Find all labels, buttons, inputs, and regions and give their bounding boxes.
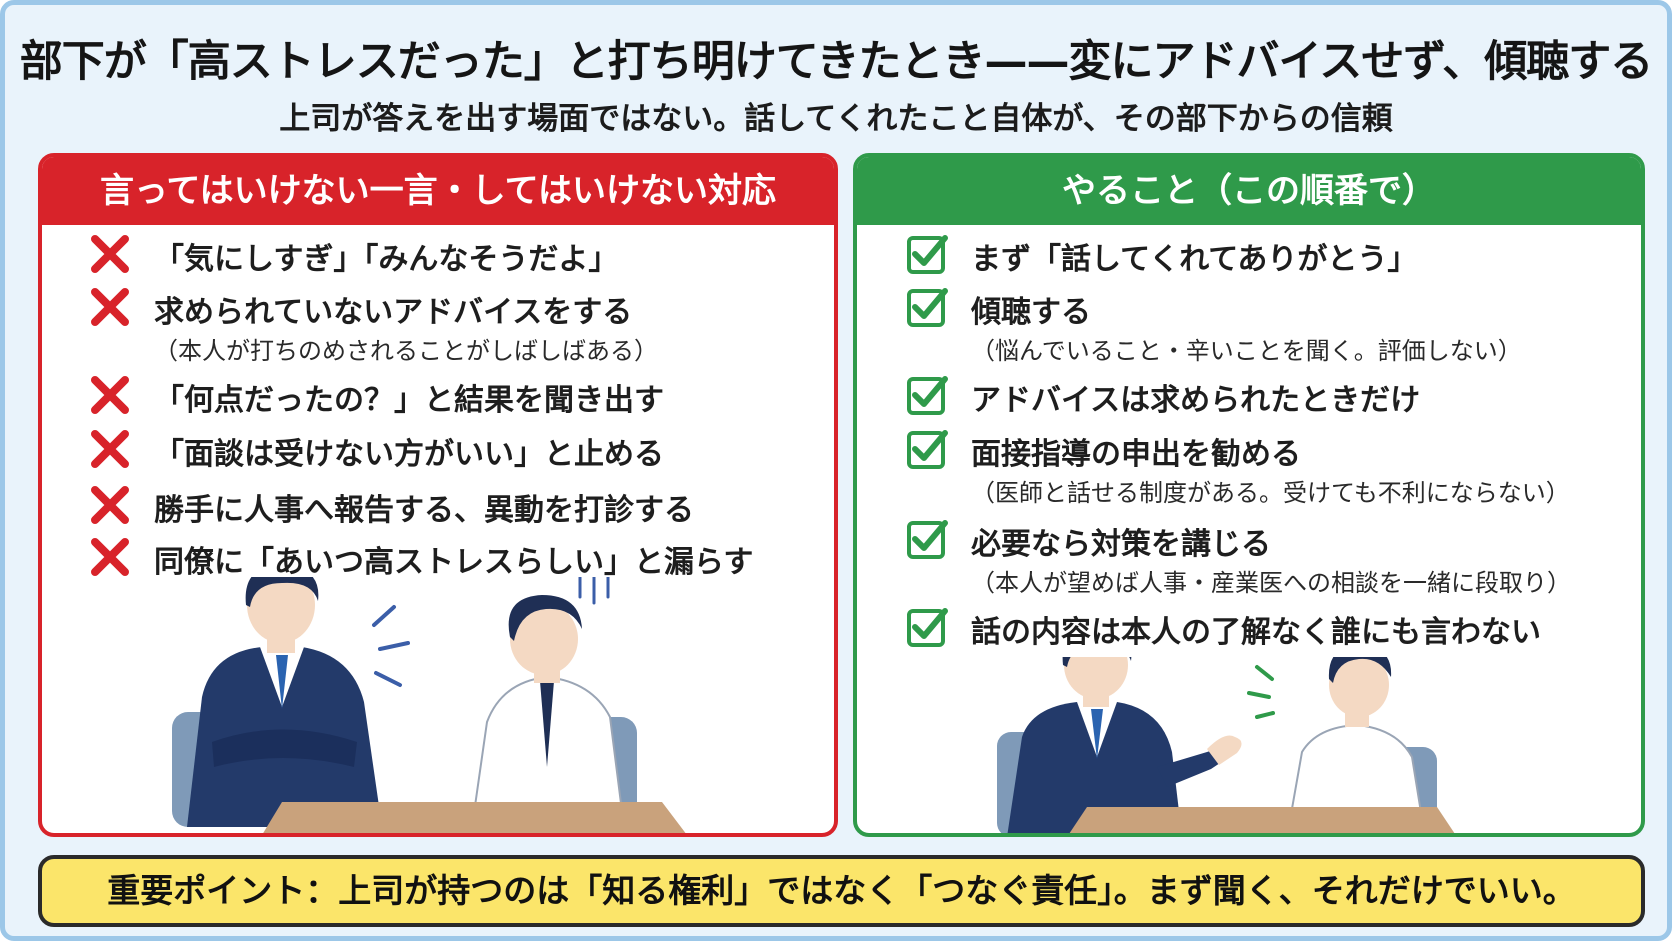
- boss-figure: [187, 577, 382, 827]
- do-item-note: （本人が望めば人事・産業医への相談を一緒に段取り）: [971, 569, 1571, 597]
- do-item-text: アドバイスは求められたときだけ: [971, 383, 1421, 418]
- do-item-text: 傾聴する: [971, 295, 1091, 330]
- cross-icon: [91, 538, 129, 576]
- checkbox-check-icon: [907, 520, 948, 559]
- gloom-lines: [578, 577, 610, 605]
- dont-item-text: 「気にしすぎ」「みんなそうだよ」: [154, 242, 619, 277]
- key-point-banner: 重要ポイント：上司が持つのは「知る権利」ではなく「つなぐ責任」。まず聞く、それだ…: [38, 855, 1645, 927]
- table: [1069, 807, 1455, 833]
- cross-icon: [91, 486, 129, 524]
- cross-icon: [91, 376, 129, 414]
- speech-lines: [1247, 665, 1275, 719]
- dont-panel: 言ってはいけない一言・してはいけない対応 「気にしすぎ」「みんなそうだよ」 求め…: [38, 153, 838, 837]
- do-item-text: まず「話してくれてありがとう」: [971, 242, 1418, 277]
- checkbox-check-icon: [907, 376, 948, 415]
- dont-item-text: 求められていないアドバイスをする: [154, 295, 633, 330]
- subordinate-figure: [1286, 657, 1426, 833]
- cross-icon: [91, 235, 129, 273]
- dont-item-text: 「何点だったの？」と結果を聞き出す: [154, 383, 664, 418]
- do-panel: やること（この順番で） まず「話してくれてありがとう」 傾聴する （悩んでいるこ…: [853, 153, 1645, 837]
- dont-item-note: （本人が打ちのめされることがしばしばある）: [154, 337, 658, 365]
- page-title: 部下が「高ストレスだった」と打ち明けてきたとき——変にアドバイスせず、傾聴する: [19, 37, 1653, 87]
- cross-icon: [91, 430, 129, 468]
- do-item-note: （医師と話せる制度がある。受けても不利にならない）: [971, 479, 1570, 507]
- checkbox-check-icon: [907, 608, 948, 647]
- checkbox-check-icon: [907, 430, 948, 469]
- checkbox-check-icon: [907, 288, 948, 327]
- subordinate-figure: [470, 595, 626, 828]
- dont-item-text: 勝手に人事へ報告する、異動を打診する: [154, 493, 694, 528]
- table: [263, 802, 686, 833]
- emphasis-lines: [372, 605, 410, 687]
- dont-item-text: 同僚に「あいつ高ストレスらしい」と漏らす: [154, 545, 754, 580]
- good-response-illustration: [997, 657, 1455, 833]
- do-item-note: （悩んでいること・辛いことを聞く。評価しない）: [971, 337, 1522, 365]
- do-item-text: 面接指導の申出を勧める: [971, 437, 1301, 472]
- dont-item-text: 「面談は受けない方がいい」と止める: [154, 437, 664, 472]
- boss-figure: [1007, 657, 1242, 833]
- cross-icon: [91, 288, 129, 326]
- dont-panel-heading: 言ってはいけない一言・してはいけない対応: [42, 157, 834, 225]
- do-item-text: 話の内容は本人の了解なく誰にも言わない: [971, 615, 1541, 650]
- bad-response-illustration: [172, 577, 686, 833]
- do-panel-heading: やること（この順番で）: [857, 157, 1641, 225]
- page-subtitle: 上司が答えを出す場面ではない。話してくれたこと自体が、その部下からの信頼: [279, 101, 1393, 137]
- checkbox-check-icon: [907, 235, 948, 274]
- do-item-text: 必要なら対策を講じる: [971, 527, 1271, 562]
